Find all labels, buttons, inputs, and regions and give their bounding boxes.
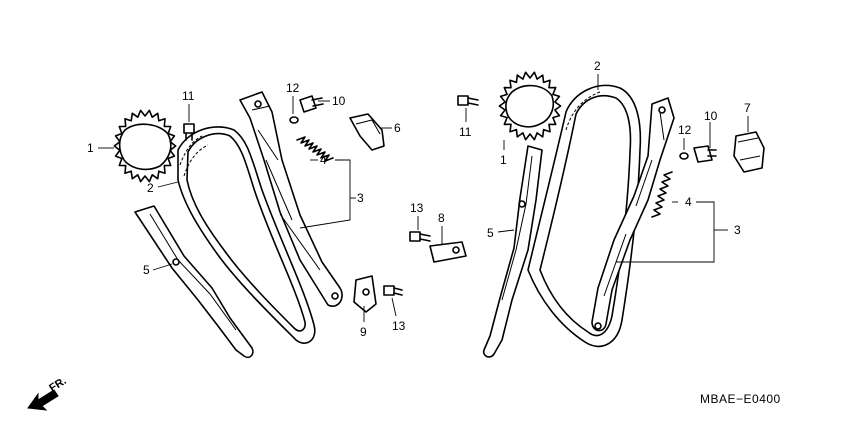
callout-l2: 2 <box>147 181 154 195</box>
callout-r1: 1 <box>500 153 507 167</box>
callout-r3: 3 <box>734 223 741 237</box>
callout-l10: 10 <box>332 94 346 108</box>
cam-sprocket-right <box>498 71 562 141</box>
tensioner-plate-9 <box>353 275 377 313</box>
callout-l5: 5 <box>143 263 150 277</box>
leader-lines <box>98 74 749 322</box>
chain-guide-5-left <box>134 205 254 359</box>
bolt-right-11 <box>457 95 479 106</box>
bolt-left-11 <box>183 123 195 141</box>
chain-tensioner-arm-left <box>239 91 343 307</box>
callout-l8: 8 <box>438 211 445 225</box>
bracket-8 <box>429 241 467 263</box>
bolt-13-upper <box>409 231 431 242</box>
callout-l1: 1 <box>87 141 94 155</box>
callout-r11: 11 <box>459 125 472 139</box>
callout-r10: 10 <box>704 109 718 123</box>
diagram-code: MBAE−E0400 <box>700 392 781 406</box>
bolt-left-10 <box>299 95 324 113</box>
tensioner-spring-left <box>296 136 334 162</box>
callout-l9: 9 <box>360 325 367 339</box>
callout-l13b: 13 <box>392 319 406 333</box>
callout-r5: 5 <box>487 226 494 240</box>
chain-guide-5-right <box>482 145 543 358</box>
callout-r2: 2 <box>594 59 601 73</box>
callout-l11: 11 <box>182 89 195 103</box>
chain-guide-7 <box>733 131 765 173</box>
callout-l12: 12 <box>286 81 300 95</box>
cam-chain-right <box>527 84 642 348</box>
cam-sprocket-left <box>113 109 177 183</box>
front-direction-arrow: FR. <box>27 375 69 411</box>
chain-guide-6 <box>349 113 385 151</box>
callout-l3: 3 <box>357 191 364 205</box>
callout-r4: 4 <box>685 195 692 209</box>
washer-right-12 <box>679 152 689 160</box>
arrow-icon <box>27 389 59 411</box>
callout-r7: 7 <box>744 101 751 115</box>
direction-label: FR. <box>47 375 68 395</box>
callout-l4: 4 <box>320 153 327 167</box>
bolt-13-lower <box>383 285 403 296</box>
tensioner-spring-right <box>651 171 673 218</box>
callout-l13a: 13 <box>410 201 424 215</box>
washer-left-12 <box>289 116 299 124</box>
bolt-right-10 <box>693 145 717 163</box>
callout-r12: 12 <box>678 123 692 137</box>
cam-chain-left <box>177 126 316 344</box>
callout-labels: 1 2 11 12 10 6 4 3 5 9 13 13 8 2 11 1 5 … <box>87 59 751 339</box>
chain-tensioner-arm-right <box>591 97 675 332</box>
callout-l6: 6 <box>394 121 401 135</box>
